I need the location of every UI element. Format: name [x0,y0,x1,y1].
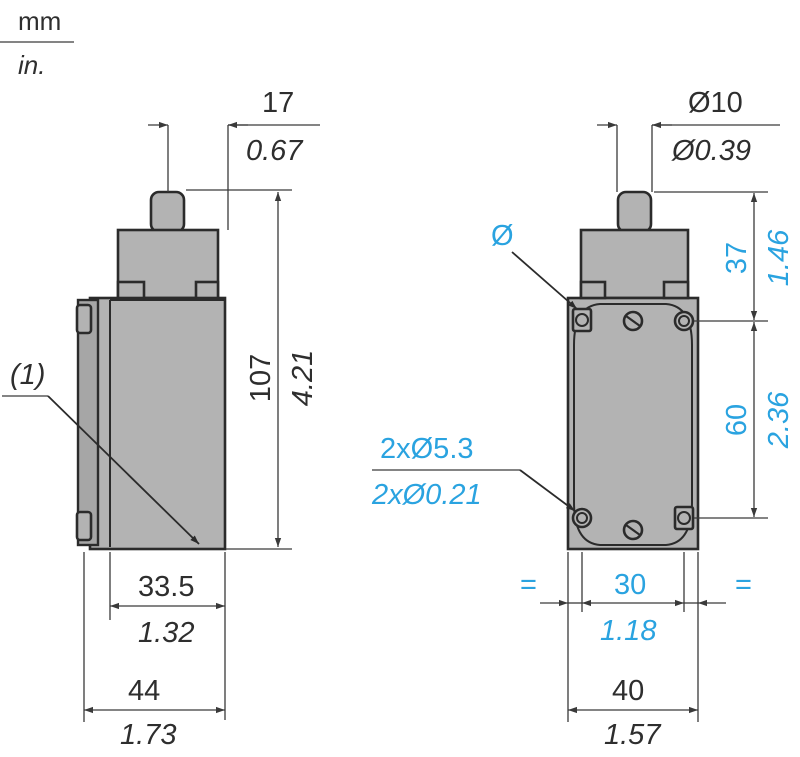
dim-head-height-in: 1.46 [763,229,795,286]
dim-hole-spacing-h-in: 1.18 [600,615,656,647]
equal-mark-right: = [735,569,752,601]
side-body [88,296,227,551]
side-screw-top [75,303,93,335]
mounting-hole-bottom-right [673,505,695,531]
equal-mark-left: = [520,569,537,601]
side-plunger [149,190,186,234]
hole-circle [575,313,589,327]
dim-inner-width-mm: 33.5 [138,571,194,603]
dim-top-width-mm: 17 [262,87,294,119]
mounting-holes-leader [519,469,576,512]
units-legend: mm in. [0,6,74,80]
dim-plunger-diameter-mm: Ø10 [688,87,743,119]
mounting-holes-in: 2xØ0.21 [371,479,482,511]
dim-top-width-in: 0.67 [246,135,304,167]
dim-hole-spacing-h-mm: 30 [614,569,646,601]
dim-head-height-mm: 37 [721,242,753,274]
dim-total-width-mm: 44 [128,675,160,707]
dim-height-mm: 107 [245,354,277,402]
dim-total-width-in: 1.73 [120,719,176,751]
hole-circle [576,512,588,524]
side-view: 17 0.67 107 4.21 (1) 33.5 1.32 44 1.73 [2,87,320,751]
hole-diameter-symbol: Ø [491,220,514,252]
dim-height-in: 4.21 [287,350,319,406]
dim-hole-spacing-v-in: 2.36 [763,391,795,449]
side-screw-bottom [75,510,93,542]
dim-front-width-in: 1.57 [604,719,662,751]
dim-plunger-diameter-in: Ø0.39 [671,135,751,167]
front-notch-right [662,280,690,300]
dim-hole-spacing-v-mm: 60 [721,404,753,436]
callout-label: (1) [10,359,45,391]
cover-screw-top [622,310,644,332]
callout-leader [47,395,200,545]
side-notch-left [116,280,146,300]
front-cover-outline [573,303,693,546]
mounting-hole-bottom-left [571,507,593,529]
mounting-hole-top-right [673,310,695,332]
front-view: Ø10 Ø0.39 Ø 2xØ5.3 2xØ0.21 37 1.46 60 2.… [371,87,795,751]
mounting-holes-mm: 2xØ5.3 [380,433,474,465]
hole-circle [677,511,691,525]
hole-circle [678,315,690,327]
front-plunger [616,190,653,234]
hole-symbol-leader [511,251,578,310]
mounting-hole-top-left [571,307,593,333]
unit-primary: mm [18,6,61,36]
dim-front-width-mm: 40 [612,675,644,707]
side-notch-right [194,280,220,300]
unit-secondary: in. [18,50,45,80]
dim-inner-width-in: 1.32 [138,617,194,649]
side-cover [76,298,100,547]
cover-screw-bottom [622,519,644,541]
front-notch-left [579,280,607,300]
